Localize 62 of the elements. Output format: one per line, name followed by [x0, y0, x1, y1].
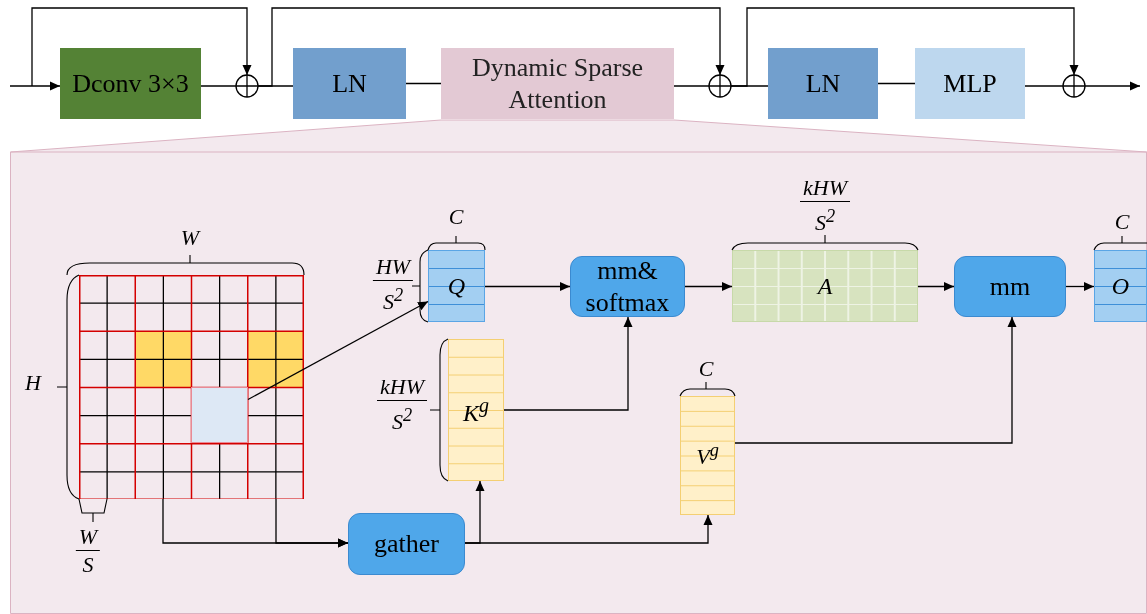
arrow — [275, 498, 349, 548]
arrow — [464, 514, 713, 544]
dimension-label: S$^{2}$ — [814, 205, 836, 236]
arrow — [247, 300, 429, 401]
node-label: Dynamic Sparse Attention — [470, 52, 645, 115]
node-label: O — [1111, 271, 1130, 301]
connector-line — [1024, 85, 1064, 87]
dimension-label: S$^{2}$ — [391, 404, 413, 435]
sum-node — [1062, 74, 1086, 98]
attention-matrix — [732, 250, 918, 322]
sum-node — [235, 74, 259, 98]
dimension-label: S$^{2}$ — [382, 284, 404, 315]
process-box — [768, 48, 878, 119]
node-label: LN — [332, 67, 367, 100]
connector-line — [673, 85, 710, 87]
node-label: V$^{g}$ — [696, 440, 719, 471]
dimension-label: W — [75, 525, 101, 551]
node-label: Dconv 3×3 — [72, 67, 189, 100]
arrow — [1065, 282, 1095, 291]
operation-box — [348, 513, 465, 575]
highlighted-region — [191, 387, 248, 443]
connector-line — [877, 82, 916, 85]
node-label: MLP — [943, 67, 997, 100]
process-box — [293, 48, 406, 119]
arrow — [734, 316, 1017, 444]
dimension-label: H — [25, 371, 41, 395]
key-matrix — [448, 339, 504, 481]
node-label: LN — [805, 67, 841, 100]
operation-box — [570, 256, 685, 317]
dimension-label: kHW — [377, 375, 427, 401]
node-label: mm — [989, 270, 1031, 303]
arrow — [484, 282, 571, 291]
arrow — [684, 282, 733, 291]
arrow — [31, 7, 252, 87]
arrow — [503, 316, 633, 411]
value-matrix — [680, 396, 735, 515]
dimension-label: HW — [372, 255, 414, 281]
arrow — [730, 7, 1079, 87]
operation-box — [954, 256, 1066, 317]
arrow — [257, 7, 725, 87]
process-box — [60, 48, 201, 119]
node-label: gather — [374, 528, 439, 560]
output-matrix — [1094, 250, 1147, 322]
connector-line — [200, 85, 237, 87]
dimension-label: kHW — [800, 176, 850, 202]
arrow — [1084, 81, 1141, 91]
process-box — [915, 48, 1025, 119]
process-box — [441, 48, 674, 119]
query-matrix — [428, 250, 485, 322]
dimension-label: S — [82, 553, 94, 577]
node-label: Q — [447, 271, 466, 301]
node-label: mm& softmax — [584, 255, 671, 318]
arrow — [9, 81, 61, 91]
dimension-label: C — [448, 205, 464, 229]
arrow — [917, 282, 955, 291]
dimension-label: C — [1114, 210, 1130, 234]
dimension-label: W — [180, 226, 200, 250]
node-label: A — [817, 271, 833, 301]
connector-line — [405, 82, 442, 85]
node-label: K$^{g}$ — [463, 392, 489, 428]
sum-node — [708, 74, 732, 98]
dimension-label: C — [698, 357, 714, 381]
